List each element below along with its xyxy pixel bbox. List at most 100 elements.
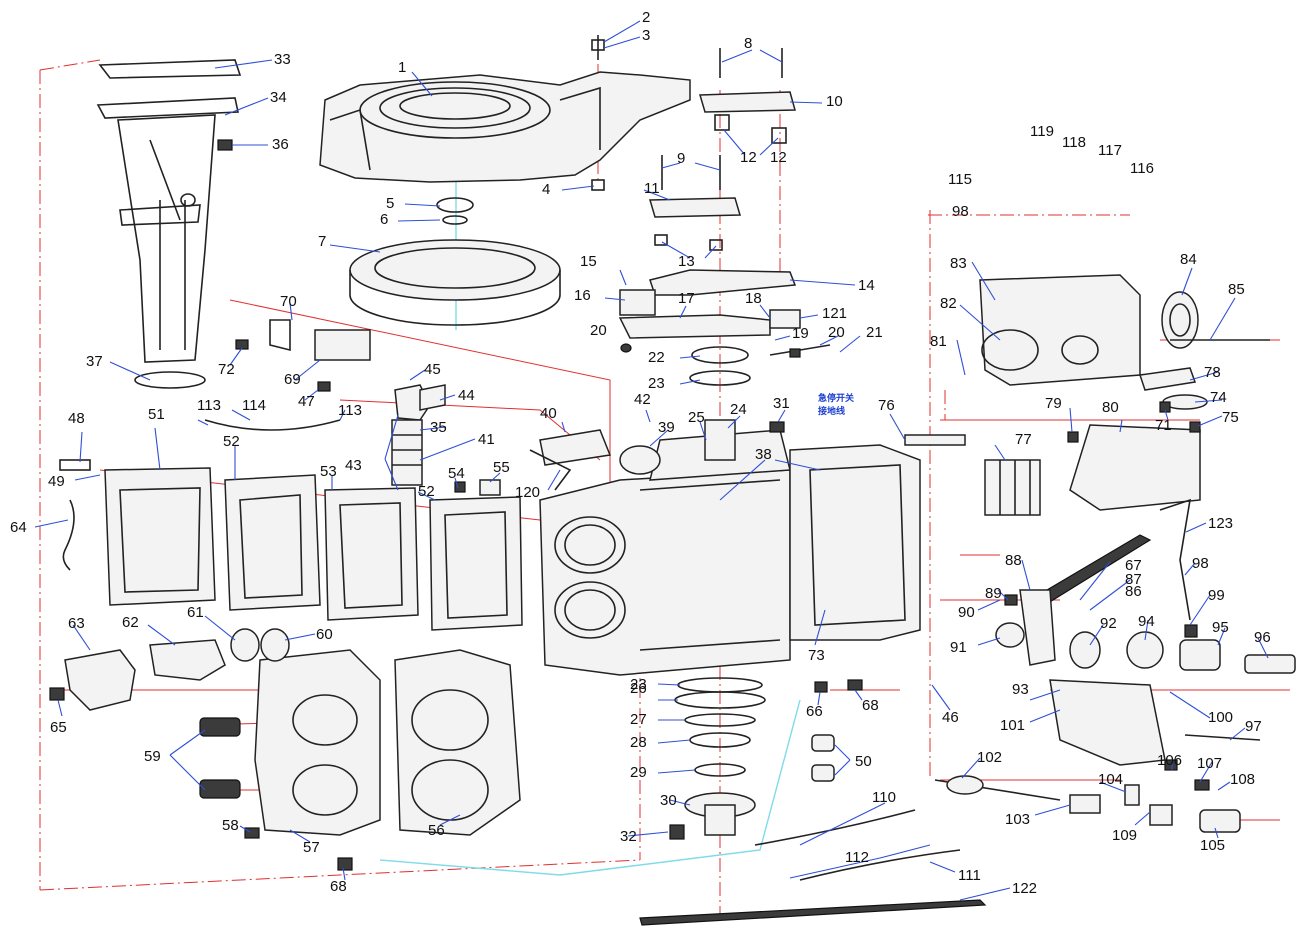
part-number-label: 117	[1098, 142, 1122, 159]
part-number-label: 91	[950, 639, 967, 656]
part-number-label: 112	[845, 849, 869, 866]
part-number-label: 87	[1125, 571, 1142, 588]
part-number-label: 69	[284, 371, 301, 388]
electrical-components	[979, 274, 1270, 516]
part-number-label: 114	[242, 397, 266, 414]
part-number-label: 106	[1157, 752, 1182, 769]
part-number-label: 58	[222, 817, 239, 834]
part-number-label: 40	[540, 405, 557, 422]
part-number-label: 75	[1222, 409, 1239, 426]
part-number-label: 71	[1155, 417, 1172, 434]
part-number-label: 81	[930, 333, 947, 350]
part-number-label: 108	[1230, 771, 1255, 788]
part-number-label: 36	[272, 136, 289, 153]
fuel-filter	[204, 319, 446, 486]
part-number-label: 104	[1098, 771, 1123, 788]
part-number-label: 98	[952, 203, 969, 220]
part-number-label: 101	[1000, 717, 1025, 734]
exhaust-tube	[117, 114, 216, 389]
part-number-label: 25	[688, 409, 705, 426]
part-number-label: 52	[418, 483, 435, 500]
part-number-label: 66	[806, 703, 823, 720]
part-number-label: 79	[1045, 395, 1062, 412]
part-number-label: 42	[634, 391, 651, 408]
note-estop-switch: 急停开关	[818, 392, 854, 404]
part-number-label: 10	[826, 93, 843, 110]
part-number-label: 84	[1180, 251, 1197, 268]
part-number-label: 18	[745, 290, 762, 307]
part-number-label: 63	[68, 615, 85, 632]
part-number-label: 119	[1030, 123, 1054, 140]
part-number-label: 48	[68, 410, 85, 427]
part-number-label: 11	[644, 180, 660, 197]
part-number-label: 43	[345, 457, 362, 474]
note-ground-wire: 接地线	[818, 405, 845, 417]
part-number-label: 54	[448, 465, 465, 482]
part-number-label: 73	[808, 647, 825, 664]
part-number-label: 80	[1102, 399, 1119, 416]
part-number-label: 116	[1130, 160, 1154, 177]
part-number-label: 96	[1254, 629, 1271, 646]
part-number-label: 68	[330, 878, 347, 895]
part-number-label: 77	[1015, 431, 1032, 448]
part-number-label: 61	[187, 604, 204, 621]
part-number-label: 13	[678, 253, 695, 270]
part-number-label: 33	[274, 51, 291, 68]
part-number-label: 90	[958, 604, 975, 621]
cylinder-block	[529, 419, 921, 676]
part-number-label: 7	[318, 233, 326, 250]
part-number-label: 59	[144, 748, 161, 765]
part-number-label: 39	[658, 419, 675, 436]
part-number-label: 16	[574, 287, 591, 304]
part-number-label: 83	[950, 255, 967, 272]
part-number-label: 64	[10, 519, 27, 536]
part-number-label: 85	[1228, 281, 1245, 298]
crankshaft-bearings	[669, 677, 766, 840]
part-number-label: 31	[773, 395, 790, 412]
cylinder-head	[199, 649, 521, 836]
part-number-label: 23	[648, 375, 665, 392]
part-number-label: 50	[855, 753, 872, 770]
part-number-label: 99	[1208, 587, 1225, 604]
part-number-label: 121	[822, 305, 847, 322]
part-number-label: 123	[1208, 515, 1233, 532]
part-number-label: 32	[620, 828, 637, 845]
flywheel-cover	[319, 71, 691, 183]
part-number-label: 100	[1208, 709, 1233, 726]
part-number-label: 55	[493, 459, 510, 476]
leader-lines	[34, 20, 1269, 901]
part-number-label: 12	[770, 149, 787, 166]
part-number-label: 3	[642, 27, 650, 44]
part-number-label: 111	[958, 867, 981, 884]
starter-bracket	[591, 35, 797, 296]
part-number-label: 62	[122, 614, 139, 631]
part-number-label: 22	[648, 349, 665, 366]
part-number-label: 76	[878, 397, 895, 414]
part-number-label: 28	[630, 734, 647, 751]
part-number-label: 89	[985, 585, 1002, 602]
part-number-label: 34	[270, 89, 287, 106]
part-number-label: 56	[428, 822, 445, 839]
part-number-label: 12	[740, 149, 757, 166]
part-number-label: 102	[977, 749, 1002, 766]
part-number-label: 95	[1212, 619, 1229, 636]
part-number-label: 51	[148, 406, 165, 423]
part-number-label: 78	[1204, 364, 1221, 381]
part-number-label: 21	[866, 324, 883, 341]
part-number-label: 24	[730, 401, 747, 418]
part-number-label: 98	[1192, 555, 1209, 572]
part-number-label: 6	[380, 211, 388, 228]
part-number-label: 49	[48, 473, 65, 490]
part-number-label: 52	[223, 433, 240, 450]
part-number-label: 122	[1012, 880, 1037, 897]
part-number-label: 1	[398, 59, 406, 76]
part-number-label: 110	[872, 789, 896, 806]
part-number-label: 44	[458, 387, 475, 404]
part-number-label: 120	[515, 484, 540, 501]
part-number-label: 74	[1210, 389, 1227, 406]
part-number-label: 27	[630, 711, 647, 728]
part-number-label: 15	[580, 253, 597, 270]
part-number-label: 65	[50, 719, 67, 736]
